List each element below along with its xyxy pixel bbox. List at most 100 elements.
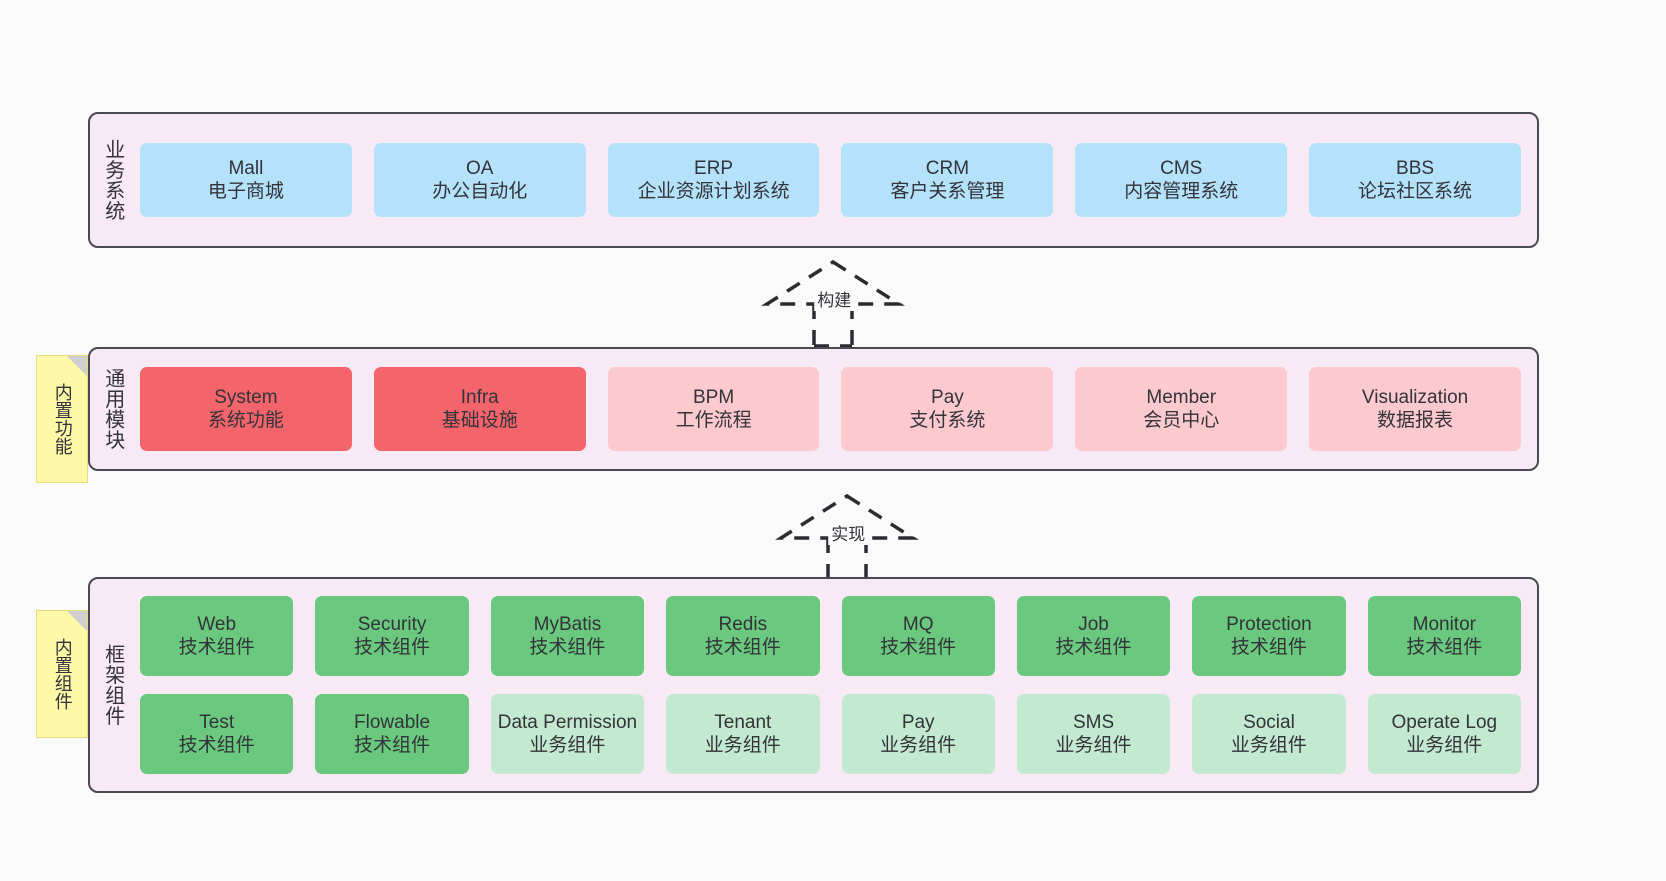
card-title-cn: 论坛社区系统 <box>1358 181 1473 202</box>
card-title-cn: 业务组件 <box>1055 735 1132 756</box>
card-row: Mall 电子商城 OA 办公自动化 ERP 企业资源计划系统 CRM 客户关系… <box>140 143 1521 217</box>
card-title-cn: 业务组件 <box>880 735 957 756</box>
card-row: Web 技术组件 Security 技术组件 MyBatis 技术组件 Redi… <box>140 596 1521 676</box>
card-title-en: Visualization <box>1361 386 1469 408</box>
card-title-cn: 系统功能 <box>207 410 284 431</box>
layer-title-common-modules: 通用模块 <box>101 368 124 450</box>
card-title-en: Flowable <box>354 711 431 733</box>
card-tenant[interactable]: Tenant 业务组件 <box>666 694 820 774</box>
card-web[interactable]: Web 技术组件 <box>140 596 294 676</box>
card-bpm[interactable]: BPM 工作流程 <box>607 367 820 451</box>
card-title-en: Member <box>1146 386 1217 408</box>
card-oa[interactable]: OA 办公自动化 <box>373 143 586 217</box>
card-title-en: Tenant <box>714 711 772 733</box>
card-social[interactable]: Social 业务组件 <box>1192 694 1346 774</box>
card-row: Test 技术组件 Flowable 技术组件 Data Permission … <box>140 694 1521 774</box>
card-pay-module[interactable]: Pay 支付系统 <box>841 367 1054 451</box>
card-title-en: MQ <box>902 613 934 635</box>
card-title-en: Monitor <box>1412 613 1476 635</box>
card-monitor[interactable]: Monitor 技术组件 <box>1367 596 1521 676</box>
card-job[interactable]: Job 技术组件 <box>1016 596 1171 676</box>
card-title-en: Infra <box>460 386 499 408</box>
card-title-cn: 技术组件 <box>1230 637 1307 658</box>
layer-body-common-modules: System 系统功能 Infra 基础设施 BPM 工作流程 Pay 支付系统… <box>134 349 1537 469</box>
card-data-permission[interactable]: Data Permission 业务组件 <box>490 694 645 774</box>
card-title-en: ERP <box>694 157 734 179</box>
card-title-cn: 客户关系管理 <box>890 181 1005 202</box>
card-title-cn: 内容管理系统 <box>1124 181 1239 202</box>
card-title-en: Social <box>1243 711 1295 733</box>
card-title-cn: 技术组件 <box>704 637 781 658</box>
card-sms[interactable]: SMS 业务组件 <box>1016 694 1171 774</box>
card-mq[interactable]: MQ 技术组件 <box>841 596 995 676</box>
card-title-en: CRM <box>925 157 970 179</box>
layer-common-modules: 通用模块 System 系统功能 Infra 基础设施 BPM 工作流程 Pay… <box>88 347 1539 471</box>
layer-body-framework-components: Web 技术组件 Security 技术组件 MyBatis 技术组件 Redi… <box>134 579 1537 791</box>
card-erp[interactable]: ERP 企业资源计划系统 <box>607 143 820 217</box>
card-title-cn: 支付系统 <box>909 410 986 431</box>
card-title-cn: 技术组件 <box>178 735 255 756</box>
card-title-en: MyBatis <box>533 613 602 635</box>
card-protection[interactable]: Protection 技术组件 <box>1192 596 1346 676</box>
card-title-cn: 业务组件 <box>1406 735 1483 756</box>
card-title-cn: 企业资源计划系统 <box>637 181 790 202</box>
layer-business-systems: 业务系统 Mall 电子商城 OA 办公自动化 ERP 企业资源计划系统 CRM… <box>88 112 1539 248</box>
card-title-en: System <box>214 386 278 408</box>
arrow-build: 构建 <box>758 258 908 348</box>
card-title-cn: 技术组件 <box>529 637 606 658</box>
card-title-en: OA <box>466 157 494 179</box>
card-title-cn: 会员中心 <box>1143 410 1220 431</box>
card-title-en: Pay <box>931 386 964 408</box>
card-member[interactable]: Member 会员中心 <box>1075 367 1288 451</box>
card-flowable[interactable]: Flowable 技术组件 <box>315 694 469 774</box>
card-bbs[interactable]: BBS 论坛社区系统 <box>1309 143 1521 217</box>
note-label: 内置组件 <box>52 638 73 710</box>
arrow-label-build: 构建 <box>814 286 855 311</box>
card-cms[interactable]: CMS 内容管理系统 <box>1075 143 1288 217</box>
card-title-en: SMS <box>1072 711 1115 733</box>
card-title-en: Operate Log <box>1391 711 1498 733</box>
card-security[interactable]: Security 技术组件 <box>315 596 469 676</box>
card-mall[interactable]: Mall 电子商城 <box>140 143 352 217</box>
card-title-en: Security <box>357 613 427 635</box>
card-title-en: Test <box>199 711 235 733</box>
note-builtin-functions: 内置功能 <box>36 355 88 483</box>
card-test[interactable]: Test 技术组件 <box>140 694 294 774</box>
card-title-en: Data Permission <box>497 711 638 733</box>
card-title-cn: 数据报表 <box>1377 410 1454 431</box>
card-title-cn: 办公自动化 <box>432 181 528 202</box>
card-title-cn: 技术组件 <box>1055 637 1132 658</box>
card-title-en: CMS <box>1160 157 1203 179</box>
card-visualization[interactable]: Visualization 数据报表 <box>1309 367 1521 451</box>
card-title-en: Redis <box>718 613 768 635</box>
layer-body-business-systems: Mall 电子商城 OA 办公自动化 ERP 企业资源计划系统 CRM 客户关系… <box>134 114 1537 246</box>
arrow-realize: 实现 <box>772 492 922 582</box>
layer-title-business-systems: 业务系统 <box>101 139 124 221</box>
card-title-cn: 技术组件 <box>354 735 431 756</box>
layer-framework-components: 框架组件 Web 技术组件 Security 技术组件 MyBatis 技术组件… <box>88 577 1539 793</box>
card-redis[interactable]: Redis 技术组件 <box>666 596 820 676</box>
card-title-cn: 工作流程 <box>675 410 752 431</box>
card-title-cn: 技术组件 <box>354 637 431 658</box>
card-operate-log[interactable]: Operate Log 业务组件 <box>1367 694 1521 774</box>
card-title-cn: 业务组件 <box>529 735 606 756</box>
card-title-cn: 技术组件 <box>178 637 255 658</box>
layer-title-framework-components: 框架组件 <box>101 644 124 726</box>
card-mybatis[interactable]: MyBatis 技术组件 <box>490 596 645 676</box>
card-title-cn: 业务组件 <box>1230 735 1307 756</box>
note-label: 内置功能 <box>52 383 73 455</box>
card-title-en: Pay <box>901 711 935 733</box>
card-title-cn: 技术组件 <box>880 637 957 658</box>
note-builtin-components: 内置组件 <box>36 610 88 738</box>
card-title-cn: 技术组件 <box>1406 637 1483 658</box>
arrow-label-realize: 实现 <box>828 520 869 545</box>
card-title-en: Mall <box>228 157 264 179</box>
card-crm[interactable]: CRM 客户关系管理 <box>841 143 1054 217</box>
card-title-cn: 电子商城 <box>207 181 284 202</box>
card-title-en: Protection <box>1226 613 1312 635</box>
card-pay-component[interactable]: Pay 业务组件 <box>841 694 995 774</box>
card-infra[interactable]: Infra 基础设施 <box>373 367 586 451</box>
card-system[interactable]: System 系统功能 <box>140 367 352 451</box>
card-title-cn: 业务组件 <box>704 735 781 756</box>
